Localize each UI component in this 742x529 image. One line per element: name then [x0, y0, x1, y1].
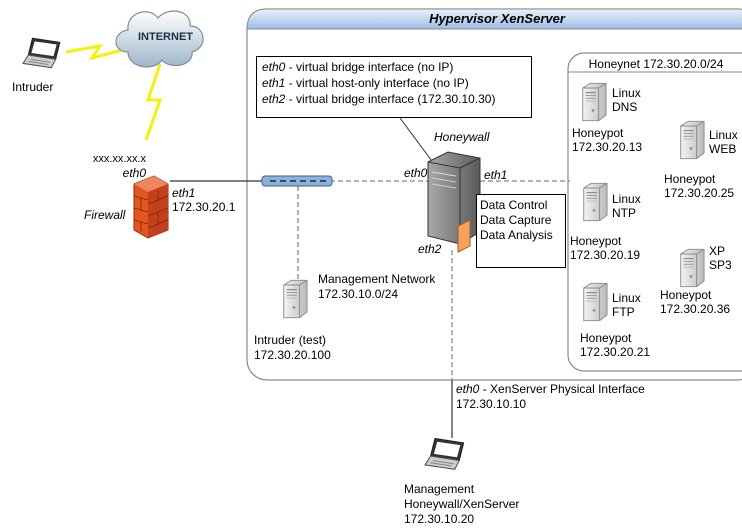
physical-desc: - XenServer Physical Interface [479, 382, 645, 396]
honeypot-xp-name: Honeypot [660, 288, 712, 302]
firewall-eth1-label: eth1 [172, 186, 196, 200]
honeypot-dns-ip: 172.30.20.13 [572, 140, 643, 154]
honeypot-ftp-service: FTP [612, 305, 635, 319]
management-laptop-icon [424, 437, 465, 470]
honeypot-ntp-ip: 172.30.20.19 [570, 248, 641, 262]
interface-legend: eth0 - virtual bridge interface (no IP) … [256, 56, 532, 118]
honeypot-dns-name: Honeypot [572, 126, 624, 140]
honeypot-dns-os: Linux [612, 86, 641, 100]
firewall-eth0-label: eth0 [122, 166, 146, 180]
internet-label: INTERNET [138, 31, 193, 43]
honeypot-web-name: Honeypot [664, 172, 716, 186]
honeywall-eth2-label: eth2 [418, 242, 442, 256]
intruder-test-ip: 172.30.20.100 [254, 348, 331, 362]
honeypot-web-ip: 172.30.20.25 [664, 186, 735, 200]
honeywall-eth1-label: eth1 [484, 168, 508, 182]
physical-interface-ip: 172.30.10.10 [456, 397, 527, 411]
intruder-test-server-icon [283, 279, 308, 319]
legend-iface: eth1 [262, 76, 286, 90]
legend-desc: - virtual bridge interface (no IP) [285, 60, 454, 74]
legend-row-eth2: eth2 - virtual bridge interface (172.30.… [262, 91, 526, 107]
physical-interface-label: eth0 - XenServer Physical Interface [456, 382, 645, 396]
physical-iface: eth0 [456, 382, 480, 396]
firewall-icon [133, 175, 169, 239]
honeypot-dns-service: DNS [612, 100, 638, 114]
honeypot-ftp-ip: 172.30.20.21 [580, 345, 651, 359]
legend-iface: eth0 [262, 60, 286, 74]
firewall-eth1-ip: 172.30.20.1 [172, 200, 236, 214]
honeypot-web-server-icon [680, 120, 705, 160]
honeypot-xp-os: XP [709, 244, 726, 258]
legend-desc: - virtual host-only interface (no IP) [285, 76, 469, 90]
mgmt-network-label: Management Network [318, 272, 436, 286]
function-data-capture: Data Capture [480, 213, 552, 227]
firewall-label: Firewall [84, 208, 126, 222]
honeywall-functions-box: Data Control Data Capture Data Analysis [476, 194, 566, 268]
honeypot-ntp-os: Linux [612, 192, 641, 206]
mgmt-host-ip: 172.30.10.20 [404, 512, 475, 526]
honeywall-eth0-label: eth0 [404, 166, 428, 180]
honeypot-dns-server-icon [582, 82, 607, 122]
honeywall-server-icon [427, 151, 481, 253]
honeypot-ftp-os: Linux [612, 291, 641, 305]
function-data-control: Data Control [480, 198, 548, 212]
honeypot-ftp-server-icon [583, 282, 608, 322]
honeypot-xp-service: SP3 [709, 258, 732, 272]
honeypot-ntp-server-icon [583, 182, 608, 222]
firewall-eth0-ip: xxx.xx.xx.x [92, 153, 146, 165]
honeypot-ftp-name: Honeypot [580, 331, 632, 345]
honeypot-ntp-name: Honeypot [570, 234, 622, 248]
function-data-analysis: Data Analysis [480, 228, 553, 242]
legend-row-eth1: eth1 - virtual host-only interface (no I… [262, 75, 526, 91]
legend-row-eth0: eth0 - virtual bridge interface (no IP) [262, 59, 526, 75]
intruder-laptop-icon [22, 37, 61, 69]
mgmt-host-role: Honeywall/XenServer [404, 497, 520, 511]
internet-cloud-icon [115, 10, 204, 68]
mgmt-host-label: Management [404, 482, 475, 496]
legend-iface: eth2 [262, 92, 286, 106]
honeypot-xp-server-icon [680, 248, 705, 288]
mgmt-network-subnet: 172.30.10.0/24 [318, 287, 399, 301]
honeywall-label: Honeywall [434, 130, 490, 144]
network-switch-icon [261, 175, 333, 187]
honeynet-title: Honeynet 172.30.20.0/24 [588, 57, 724, 71]
honeypot-web-os: Linux [709, 128, 738, 142]
honeypot-xp-ip: 172.30.20.36 [660, 302, 731, 316]
hypervisor-title: Hypervisor XenServer [429, 11, 565, 26]
legend-desc: - virtual bridge interface (172.30.10.30… [285, 92, 496, 106]
intruder-test-label: Intruder (test) [254, 333, 327, 347]
intruder-label: Intruder [12, 80, 54, 94]
honeypot-web-service: WEB [709, 142, 737, 156]
honeypot-ntp-service: NTP [612, 206, 636, 220]
